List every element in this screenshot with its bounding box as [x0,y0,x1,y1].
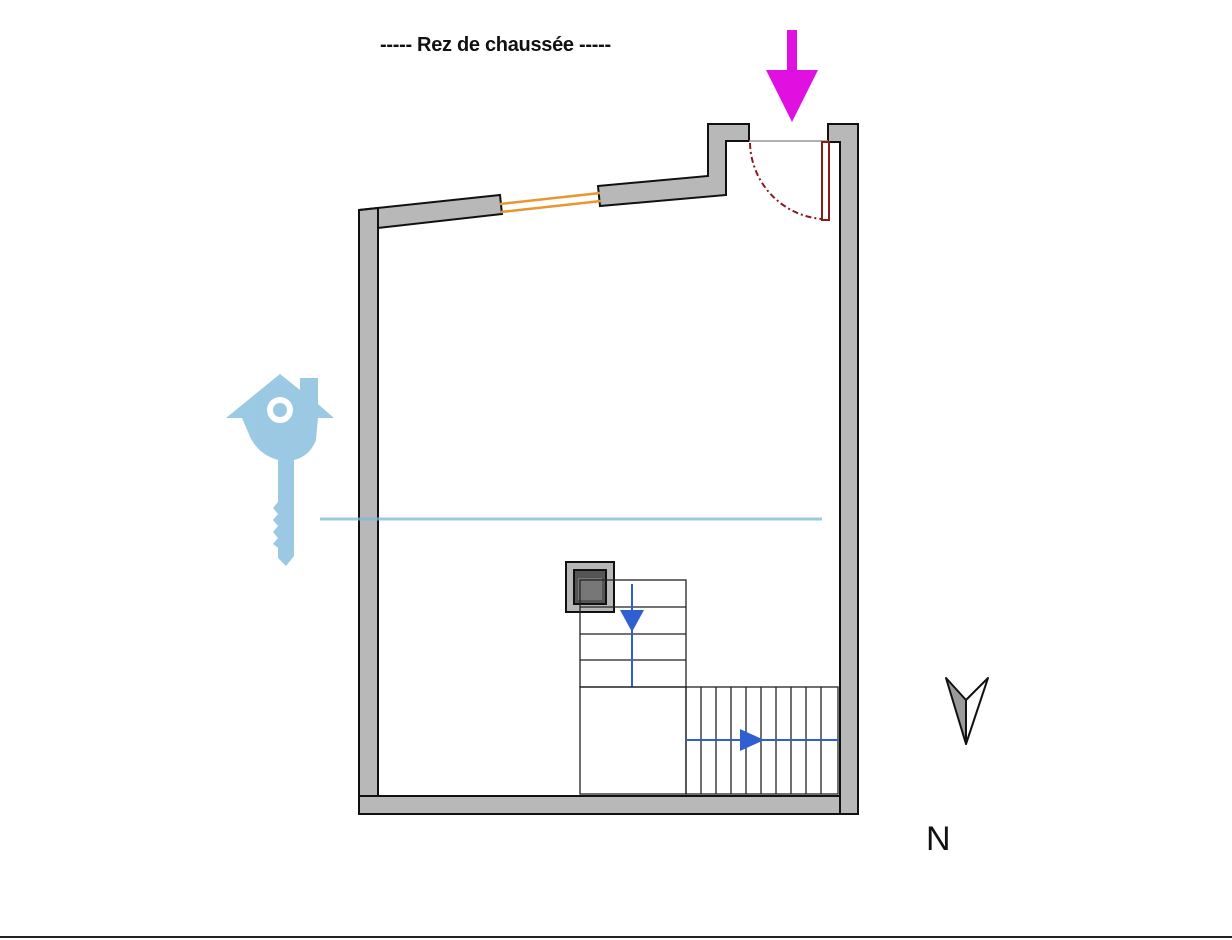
house-key-logo [226,374,822,566]
chimney [565,561,615,613]
floor-title: ----- Rez de chaussée ----- [380,34,611,56]
door-leaf [821,141,830,221]
bottom-divider [0,936,1232,938]
wall-bottom [358,795,859,815]
door-swing [749,142,823,220]
north-label: N [926,820,951,858]
wall-top-middle [596,123,750,208]
entrance-arrow-icon [766,30,818,122]
north-arrow-icon [945,677,989,745]
stair-lower-arrow-icon [740,729,764,751]
exterior-walls [358,123,859,815]
wall-right [827,123,859,815]
stair-landing [579,686,687,795]
wall-left [358,206,379,813]
entrance-door [749,141,830,221]
stair-upper-arrow-icon [620,610,644,632]
window [499,191,602,214]
wall-top-left [358,193,504,230]
